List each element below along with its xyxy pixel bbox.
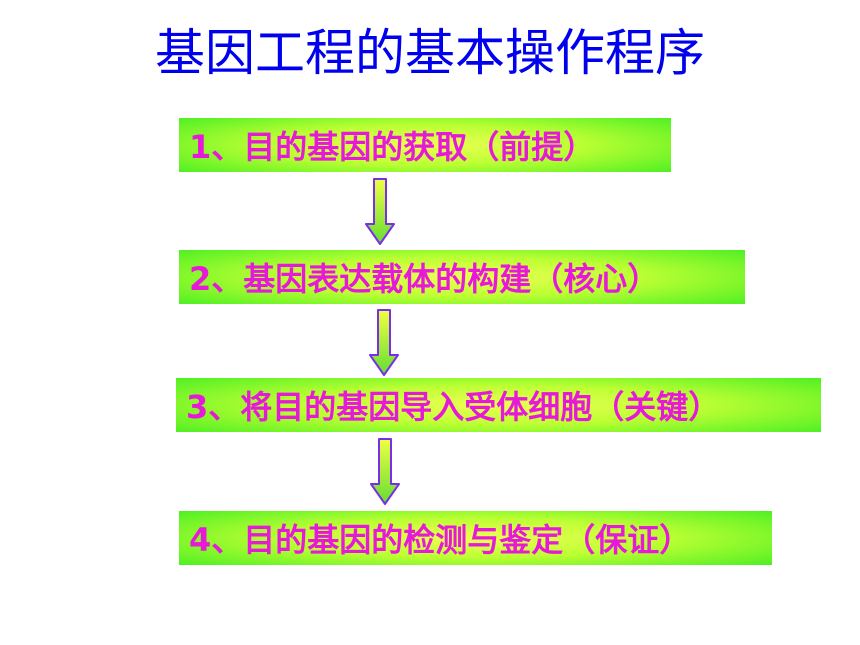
- down-arrow-icon: [369, 309, 399, 376]
- page-title: 基因工程的基本操作程序: [155, 24, 705, 82]
- step-label-1: 1、目的基因的获取（前提）: [189, 128, 596, 166]
- down-arrow-icon: [370, 438, 400, 505]
- down-arrow-icon: [365, 178, 395, 245]
- step-label-2: 2、基因表达载体的构建（核心）: [189, 260, 660, 298]
- step-box-3: 3、将目的基因导入受体细胞（关键）: [176, 378, 821, 432]
- step-box-2: 2、基因表达载体的构建（核心）: [179, 250, 745, 304]
- step-label-4: 4、目的基因的检测与鉴定（保证）: [189, 521, 692, 559]
- step-label-3: 3、将目的基因导入受体细胞（关键）: [186, 388, 721, 426]
- step-box-1: 1、目的基因的获取（前提）: [179, 118, 671, 172]
- step-box-4: 4、目的基因的检测与鉴定（保证）: [179, 511, 772, 565]
